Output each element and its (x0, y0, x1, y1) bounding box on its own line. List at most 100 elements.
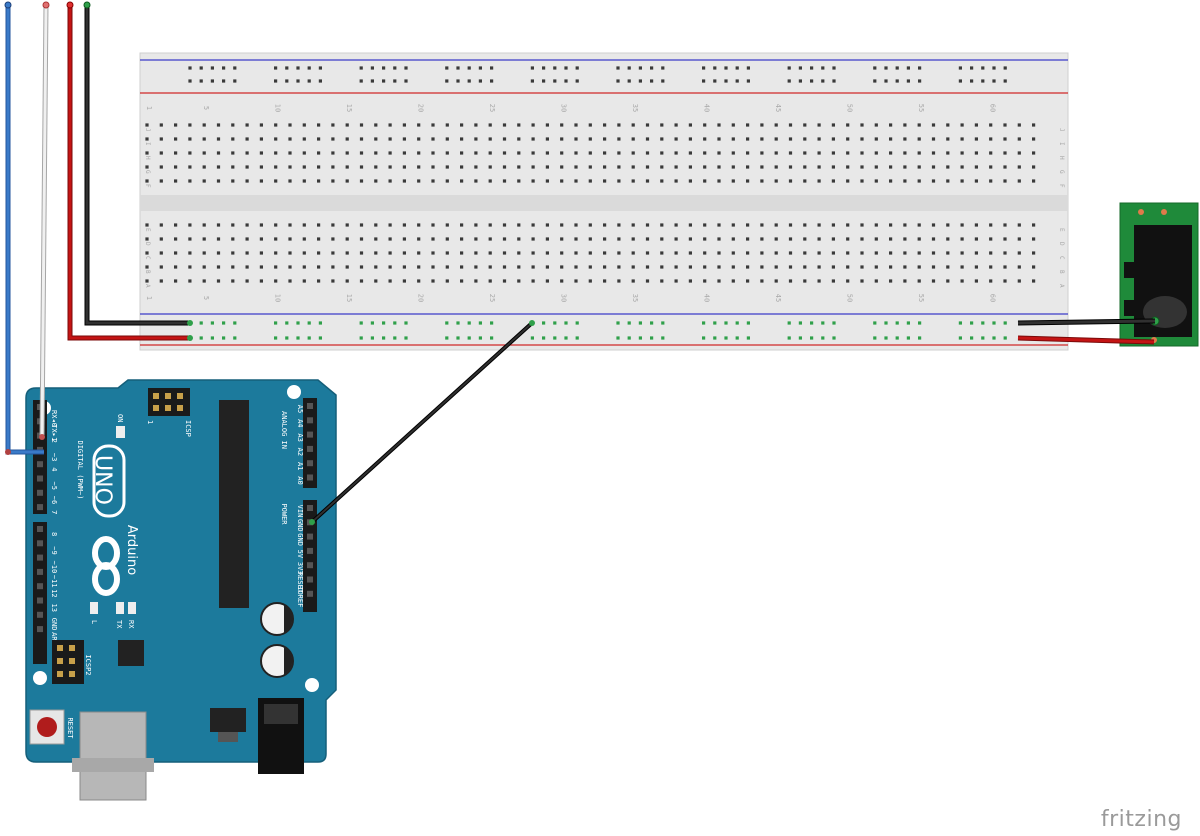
rail-hole (1003, 321, 1007, 325)
icsp-pin (153, 393, 159, 399)
breadboard-hole (359, 137, 364, 141)
row-letter: I (1058, 142, 1065, 146)
breadboard-hole (159, 179, 163, 183)
breadboard-hole (302, 179, 306, 183)
breadboard-hole (145, 251, 149, 255)
breadboard-hole (717, 265, 721, 269)
breadboard-hole (302, 123, 306, 127)
breadboard-hole (703, 279, 707, 283)
breadboard-hole (660, 251, 664, 255)
column-number: 20 (417, 294, 425, 302)
rail-hole (918, 66, 922, 70)
breadboard-hole (803, 123, 807, 127)
breadboard-hole (731, 151, 735, 155)
breadboard-hole (488, 237, 492, 241)
breadboard-hole (145, 279, 149, 283)
breadboard-hole (317, 223, 321, 227)
breadboard-hole (760, 151, 764, 155)
breadboard-hole (174, 223, 178, 227)
breadboard-hole (817, 223, 821, 227)
digital-pin-label: ~10 (50, 561, 58, 574)
breadboard-hole (374, 179, 378, 183)
breadboard-hole (531, 251, 535, 255)
breadboard-hole (803, 179, 807, 183)
breadboard-hole (245, 251, 249, 255)
breadboard-hole (960, 251, 964, 255)
breadboard-hole (917, 165, 921, 169)
rail-hole (821, 66, 825, 70)
breadboard-hole (746, 279, 750, 283)
header-pin (307, 460, 313, 467)
analog-pin-label: A5 (296, 405, 304, 413)
column-number: 5 (202, 296, 210, 300)
rail-hole (958, 66, 962, 70)
breadboard-hole (774, 251, 778, 255)
breadboard-hole (402, 251, 406, 255)
column-number: 45 (774, 294, 782, 302)
breadboard-hole (417, 179, 421, 183)
rail-hole (992, 79, 996, 83)
breadboard-hole (903, 137, 907, 141)
breadboard-hole (159, 223, 163, 227)
breadboard-hole (531, 151, 535, 155)
breadboard-hole (788, 251, 793, 255)
breadboard-hole (974, 123, 978, 127)
usb-chip (118, 640, 144, 666)
breadboard-hole (603, 279, 607, 283)
header-pin (307, 431, 313, 438)
rail-hole (318, 321, 322, 325)
breadboard-hole (474, 279, 478, 283)
rail-hole (553, 321, 557, 325)
breadboard-hole (474, 165, 478, 169)
breadboard-hole (717, 279, 721, 283)
header-pin (37, 489, 43, 496)
rail-hole (456, 66, 460, 70)
breadboard-hole (460, 123, 464, 127)
column-number: 40 (703, 104, 711, 112)
breadboard-hole (989, 165, 993, 169)
rail-hole (746, 336, 750, 340)
breadboard-hole (974, 137, 978, 141)
breadboard-hole (1032, 165, 1036, 169)
breadboard-hole (202, 123, 206, 127)
breadboard-hole (560, 279, 564, 283)
breadboard-hole (889, 137, 893, 141)
breadboard-hole (202, 265, 206, 269)
rail-hole (404, 66, 408, 70)
rail-hole (274, 321, 278, 325)
row-letter: C (1058, 256, 1065, 260)
breadboard-hole (331, 265, 335, 269)
breadboard-hole (731, 265, 735, 269)
rail-hole (222, 336, 226, 340)
breadboard-hole (545, 223, 549, 227)
row-letter: G (1058, 170, 1065, 174)
wire-blue (5, 5, 44, 455)
rail-hole (821, 79, 825, 83)
breadboard-hole (674, 265, 678, 269)
rail-hole (307, 321, 311, 325)
breadboard-hole (259, 179, 263, 183)
rail-hole (233, 79, 237, 83)
breadboard-hole (731, 123, 735, 127)
breadboard-hole (588, 179, 592, 183)
breadboard-hole (317, 123, 321, 127)
rail-hole (661, 79, 665, 83)
breadboard-hole (946, 151, 950, 155)
breadboard-hole (588, 165, 592, 169)
rail-hole (445, 321, 449, 325)
header-pin (37, 461, 43, 468)
breadboard-hole (231, 251, 235, 255)
breadboard-hole (188, 165, 192, 169)
breadboard-hole (502, 179, 507, 183)
breadboard-hole (931, 279, 936, 283)
breadboard-hole (259, 223, 263, 227)
rail-hole (746, 66, 750, 70)
breadboard-hole (803, 165, 807, 169)
rail-hole (575, 79, 579, 83)
breadboard: 1155101015152020252530303535404045455050… (139, 52, 1069, 351)
breadboard-hole (545, 123, 549, 127)
breadboard-hole (831, 123, 835, 127)
breadboard-hole (1003, 137, 1007, 141)
rail-hole (274, 66, 278, 70)
breadboard-hole (188, 179, 192, 183)
